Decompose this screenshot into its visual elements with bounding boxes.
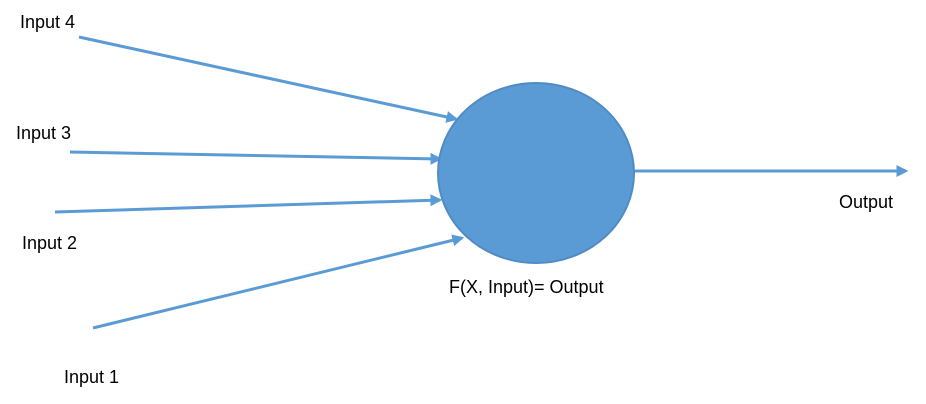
output-label: Output — [839, 192, 894, 212]
input-4-label: Input 4 — [20, 12, 76, 32]
input-4-arrow — [78, 35, 459, 123]
neuron-formula-label: F(X, Input)= Output — [449, 277, 604, 297]
input-3-label: Input 3 — [16, 123, 72, 143]
input-2-arrow — [54, 194, 443, 214]
neuron-node — [437, 82, 635, 264]
input-1-arrow — [92, 234, 465, 330]
input-3-arrow — [69, 150, 443, 165]
input-2-label: Input 2 — [22, 233, 78, 253]
input-1-label: Input 1 — [64, 367, 120, 387]
